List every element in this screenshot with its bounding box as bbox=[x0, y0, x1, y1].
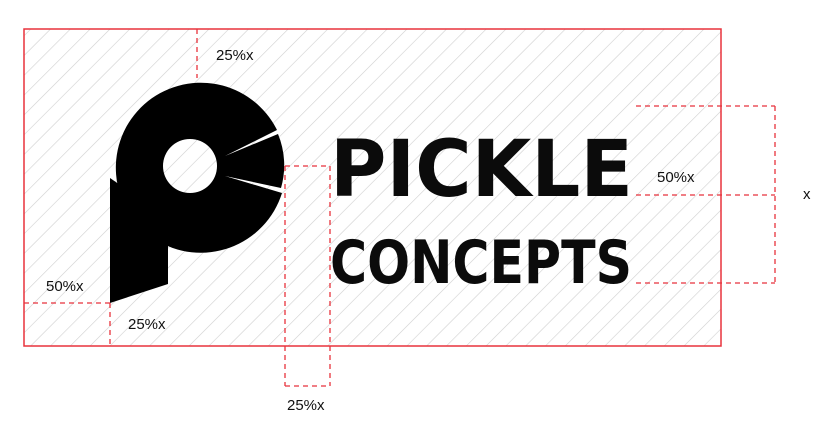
text-height-label: x bbox=[803, 186, 811, 203]
dashed-guides bbox=[24, 29, 776, 387]
top-margin-label: 25%x bbox=[216, 47, 254, 64]
brand-line1: PICKLE bbox=[330, 125, 633, 215]
gap-below-label: 25%x bbox=[287, 397, 325, 414]
brand-line2: CONCEPTS bbox=[330, 228, 632, 298]
left-margin-label: 50%x bbox=[46, 278, 84, 295]
line-height-label: 50%x bbox=[657, 169, 695, 186]
bottom-margin-label: 25%x bbox=[128, 316, 166, 333]
logo-ring bbox=[115, 82, 285, 253]
pickle-p-mark-icon bbox=[110, 82, 285, 303]
